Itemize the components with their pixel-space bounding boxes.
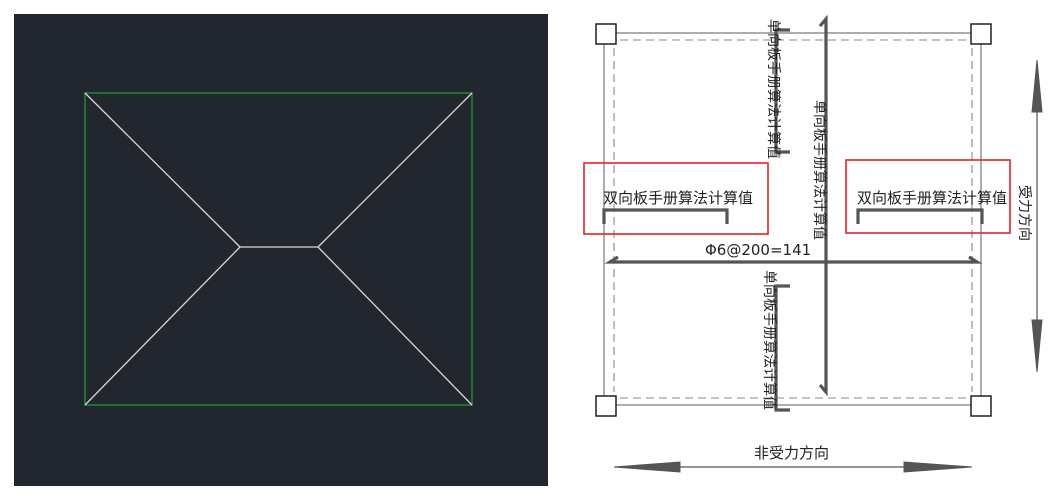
dashed-boundary (613, 39, 973, 399)
left-cad-viewport (14, 14, 548, 486)
yield-line (84, 92, 241, 248)
right-two-way-label: 双向板手册算法计算值 (857, 189, 1007, 207)
non-stress-direction-arrow-icon (613, 461, 973, 473)
highlight-box-right (845, 159, 1011, 234)
bottom-one-way-label: 单向板手册算法计算值 (761, 270, 777, 410)
rebar-spec-label: Φ6@200=141 (705, 241, 811, 259)
left-two-way-label: 双向板手册算法计算值 (603, 189, 753, 207)
corner-columns (595, 23, 992, 417)
stress-direction-arrow-icon (1031, 59, 1043, 373)
center-one-way-label: 单向板手册算法计算值 (811, 100, 827, 240)
yield-line (317, 92, 473, 248)
column-square-icon (595, 23, 617, 45)
column-square-icon (595, 395, 617, 417)
slab-outline (84, 92, 473, 406)
top-one-way-label: 单向板手册算法计算值 (765, 19, 781, 159)
vertical-rebar (818, 14, 828, 397)
right-slab-diagram: 双向板手册算法计算值 双向板手册算法计算值 单向板手册算法计算值 单向板手册算法… (583, 14, 1043, 473)
left-bracket (602, 208, 729, 224)
slab-edge (603, 32, 982, 406)
highlight-box-left (583, 162, 769, 235)
yield-line (317, 246, 473, 406)
rebar-lines (602, 14, 984, 412)
non-stress-direction-label: 非受力方向 (754, 444, 829, 462)
yield-line-pattern-icon (84, 92, 473, 406)
yield-line (84, 246, 241, 406)
cad-background (14, 14, 548, 486)
column-square-icon (970, 23, 992, 45)
right-bracket (856, 208, 984, 224)
highlight-boxes (583, 159, 1011, 235)
stress-direction-label: 受力方向 (1016, 185, 1032, 241)
top-bracket (774, 28, 790, 154)
column-square-icon (970, 395, 992, 417)
horizontal-rebar (604, 255, 983, 264)
bottom-bracket (774, 284, 790, 412)
